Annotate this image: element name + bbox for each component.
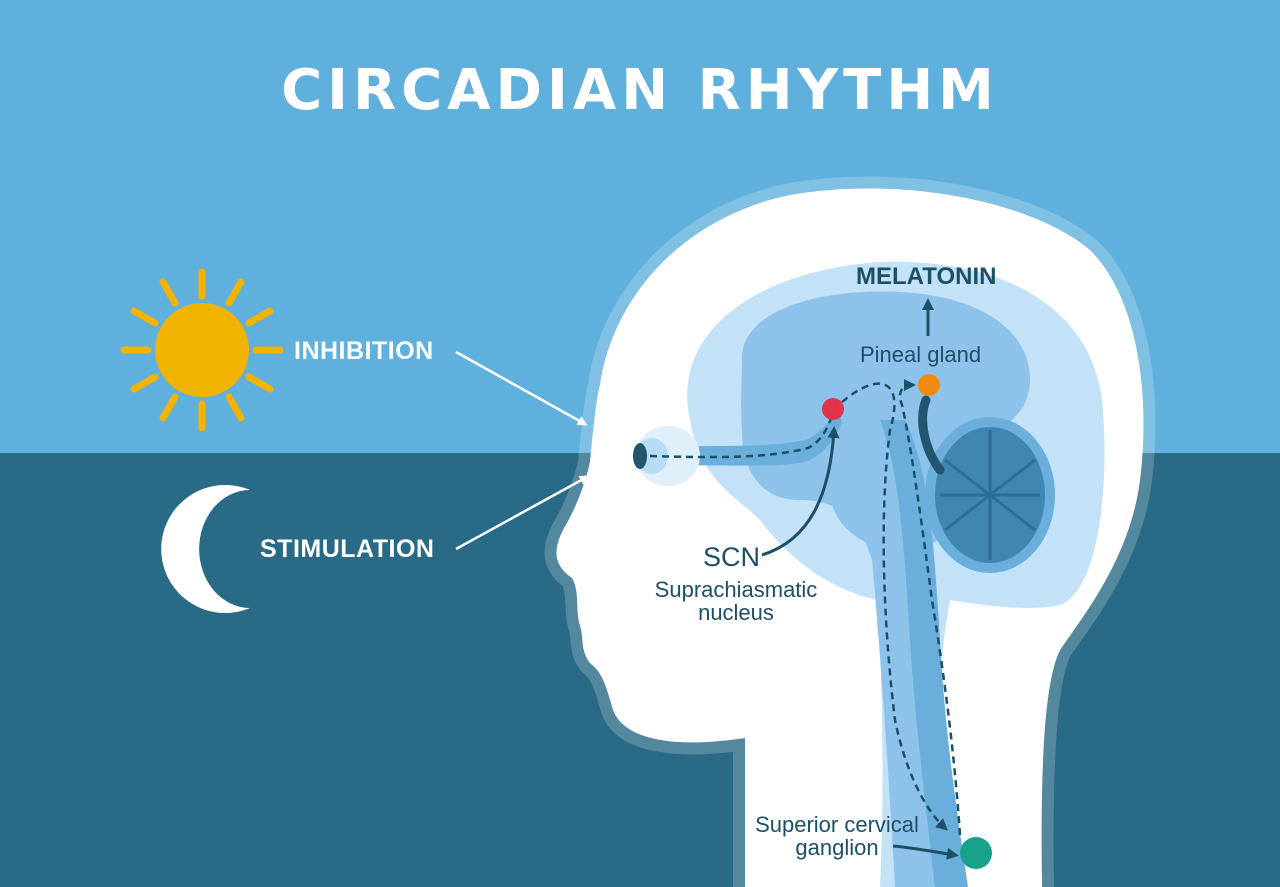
page-title: CIRCADIAN RHYTHM xyxy=(281,58,999,123)
sun-icon xyxy=(120,268,284,432)
pineal-stalk xyxy=(918,395,945,475)
neural-pathway xyxy=(649,379,962,836)
scn-label: SCN xyxy=(703,542,761,572)
scn-full-name-line2: nucleus xyxy=(698,600,774,625)
scn-pointer-arrow xyxy=(761,426,840,557)
inhibition-arrow xyxy=(455,350,588,426)
cerebellum xyxy=(925,417,1055,573)
stimulation-arrow xyxy=(455,475,590,551)
spinal-cord xyxy=(880,420,968,887)
inhibition-label: INHIBITION xyxy=(294,337,434,365)
optic-nerve xyxy=(660,410,842,466)
ganglion-pointer-arrow xyxy=(892,844,959,860)
scn-dot xyxy=(822,398,844,420)
ganglion-label-line2: ganglion xyxy=(795,835,879,860)
pineal-dot xyxy=(918,374,940,396)
melatonin-label: MELATONIN xyxy=(856,263,997,290)
stimulation-label: STIMULATION xyxy=(260,535,435,563)
ganglion-dot xyxy=(960,837,992,869)
pineal-gland-label: Pineal gland xyxy=(860,342,982,367)
scn-full-name-line1: Suprachiasmatic xyxy=(654,577,818,602)
ganglion-label-line1: Superior cervical xyxy=(755,812,919,837)
moon-icon xyxy=(161,485,250,613)
